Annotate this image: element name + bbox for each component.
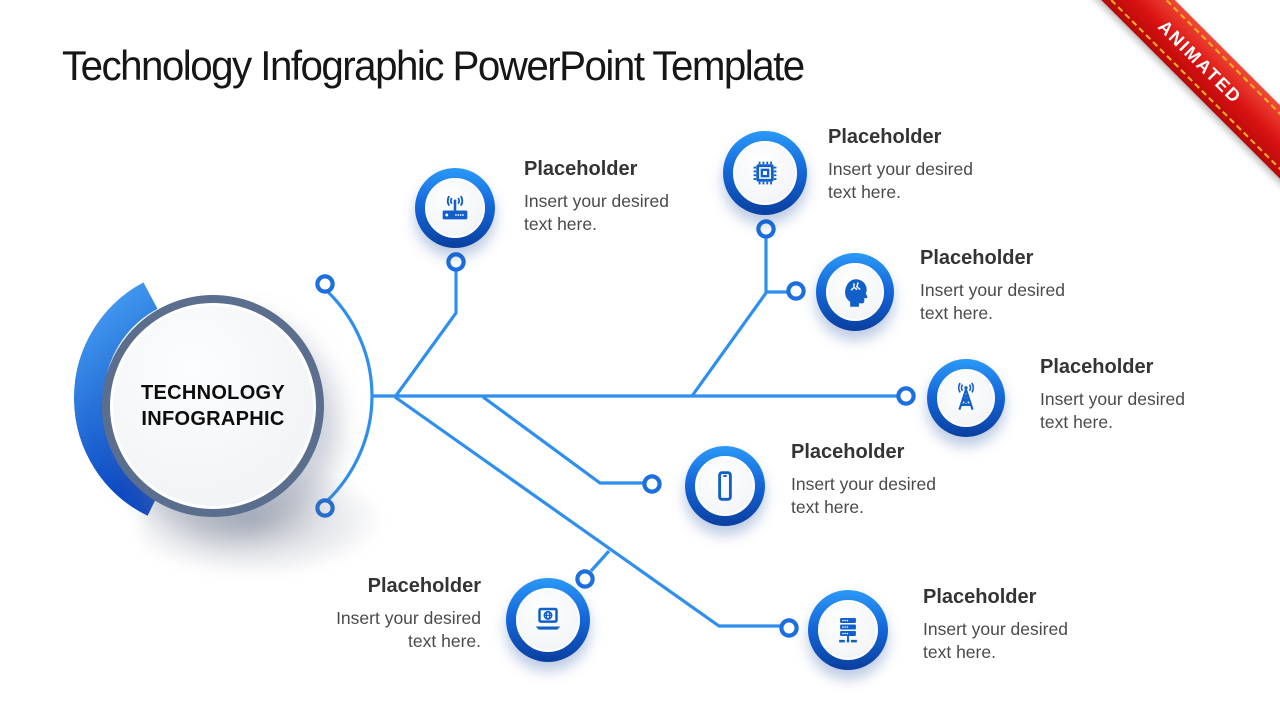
item-title: Placeholder xyxy=(923,586,1037,608)
router-icon[interactable] xyxy=(415,168,495,248)
item-body: Insert your desired text here. xyxy=(828,159,973,202)
smartphone-branch xyxy=(482,395,643,485)
ai-head-icon[interactable] xyxy=(816,253,894,331)
connector-node xyxy=(786,281,806,301)
server-branch xyxy=(394,395,780,628)
item-server[interactable]: Placeholder Insert your desired text her… xyxy=(923,586,1098,664)
connector-node xyxy=(315,274,335,294)
item-title: Placeholder xyxy=(1040,356,1154,378)
slide-title: Technology Infographic PowerPoint Templa… xyxy=(62,42,805,89)
connector-node xyxy=(756,219,776,239)
item-body: Insert your desired text here. xyxy=(923,619,1068,662)
server-icon[interactable] xyxy=(808,590,888,670)
item-cpu-chip[interactable]: Placeholder Insert your desired text her… xyxy=(828,126,1003,204)
connector-node xyxy=(896,386,916,406)
item-body: Insert your desired text here. xyxy=(791,474,936,517)
chip-glyph xyxy=(753,161,777,185)
item-title: Placeholder xyxy=(791,441,905,463)
item-body: Insert your desired text here. xyxy=(920,280,1065,323)
hub-circle[interactable]: TECHNOLOGY INFOGRAPHIC xyxy=(102,295,324,517)
connector-node xyxy=(779,618,799,638)
server-glyph xyxy=(839,617,857,643)
smartphone-icon[interactable] xyxy=(685,446,765,526)
laptop-icon[interactable] xyxy=(506,578,590,662)
laptop-glyph xyxy=(535,607,561,630)
ai-head-glyph xyxy=(845,279,868,307)
item-signal-tower[interactable]: Placeholder Insert your desired text her… xyxy=(1040,356,1215,434)
item-body: Insert your desired text here. xyxy=(336,608,481,651)
item-body: Insert your desired text here. xyxy=(1040,389,1185,432)
item-smartphone[interactable]: Placeholder Insert your desired text her… xyxy=(791,441,966,519)
item-title: Placeholder xyxy=(920,247,1034,269)
smartphone-glyph xyxy=(718,471,732,501)
item-wifi-router[interactable]: Placeholder Insert your desired text her… xyxy=(524,158,699,236)
connector-node xyxy=(446,252,466,272)
connector-node xyxy=(575,569,595,589)
signal-tower-icon[interactable] xyxy=(927,359,1005,437)
item-ai-head[interactable]: Placeholder Insert your desired text her… xyxy=(920,247,1095,325)
item-laptop[interactable]: Placeholder Insert your desired text her… xyxy=(306,575,481,653)
item-body: Insert your desired text here. xyxy=(524,191,669,234)
laptop-spur xyxy=(589,549,611,573)
connector-node xyxy=(315,498,335,518)
signal-tower-glyph xyxy=(957,382,975,411)
chip-icon[interactable] xyxy=(723,131,807,215)
router-branch xyxy=(393,271,458,398)
item-title: Placeholder xyxy=(524,158,638,180)
hub-title: TECHNOLOGY INFOGRAPHIC xyxy=(140,382,286,430)
router-glyph xyxy=(442,195,468,220)
item-title: Placeholder xyxy=(367,575,481,597)
item-title: Placeholder xyxy=(828,126,942,148)
connector-node xyxy=(642,474,662,494)
